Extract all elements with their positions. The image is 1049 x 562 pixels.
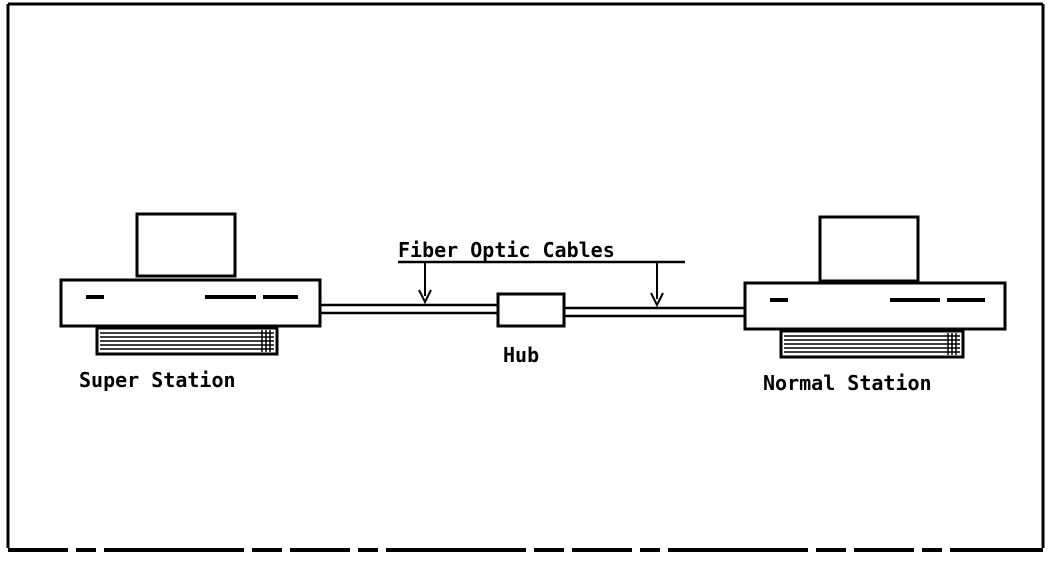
hub-box [496, 292, 566, 328]
cables-callout: Fiber Optic Cables [398, 238, 685, 308]
hub: Hub [496, 292, 566, 367]
normal-station-monitor [818, 215, 920, 283]
cables-label: Fiber Optic Cables [398, 238, 615, 262]
super-station-monitor [135, 212, 237, 278]
super-station-label: Super Station [79, 368, 236, 392]
fiber-cable-right [565, 306, 745, 318]
normal-station-cpu [743, 281, 1007, 331]
super-station: Super Station [59, 212, 322, 392]
normal-station: Normal Station [743, 215, 1007, 395]
normal-station-label: Normal Station [763, 371, 932, 395]
cables-arrowhead-right [650, 292, 664, 308]
cables-arrowhead-left [418, 289, 432, 305]
fiber-cable-left [320, 303, 498, 315]
super-station-keyboard [95, 326, 279, 356]
normal-station-keyboard [779, 329, 965, 359]
diagram-frame [6, 2, 1045, 552]
hub-label: Hub [503, 343, 539, 367]
super-station-cpu [59, 278, 322, 328]
